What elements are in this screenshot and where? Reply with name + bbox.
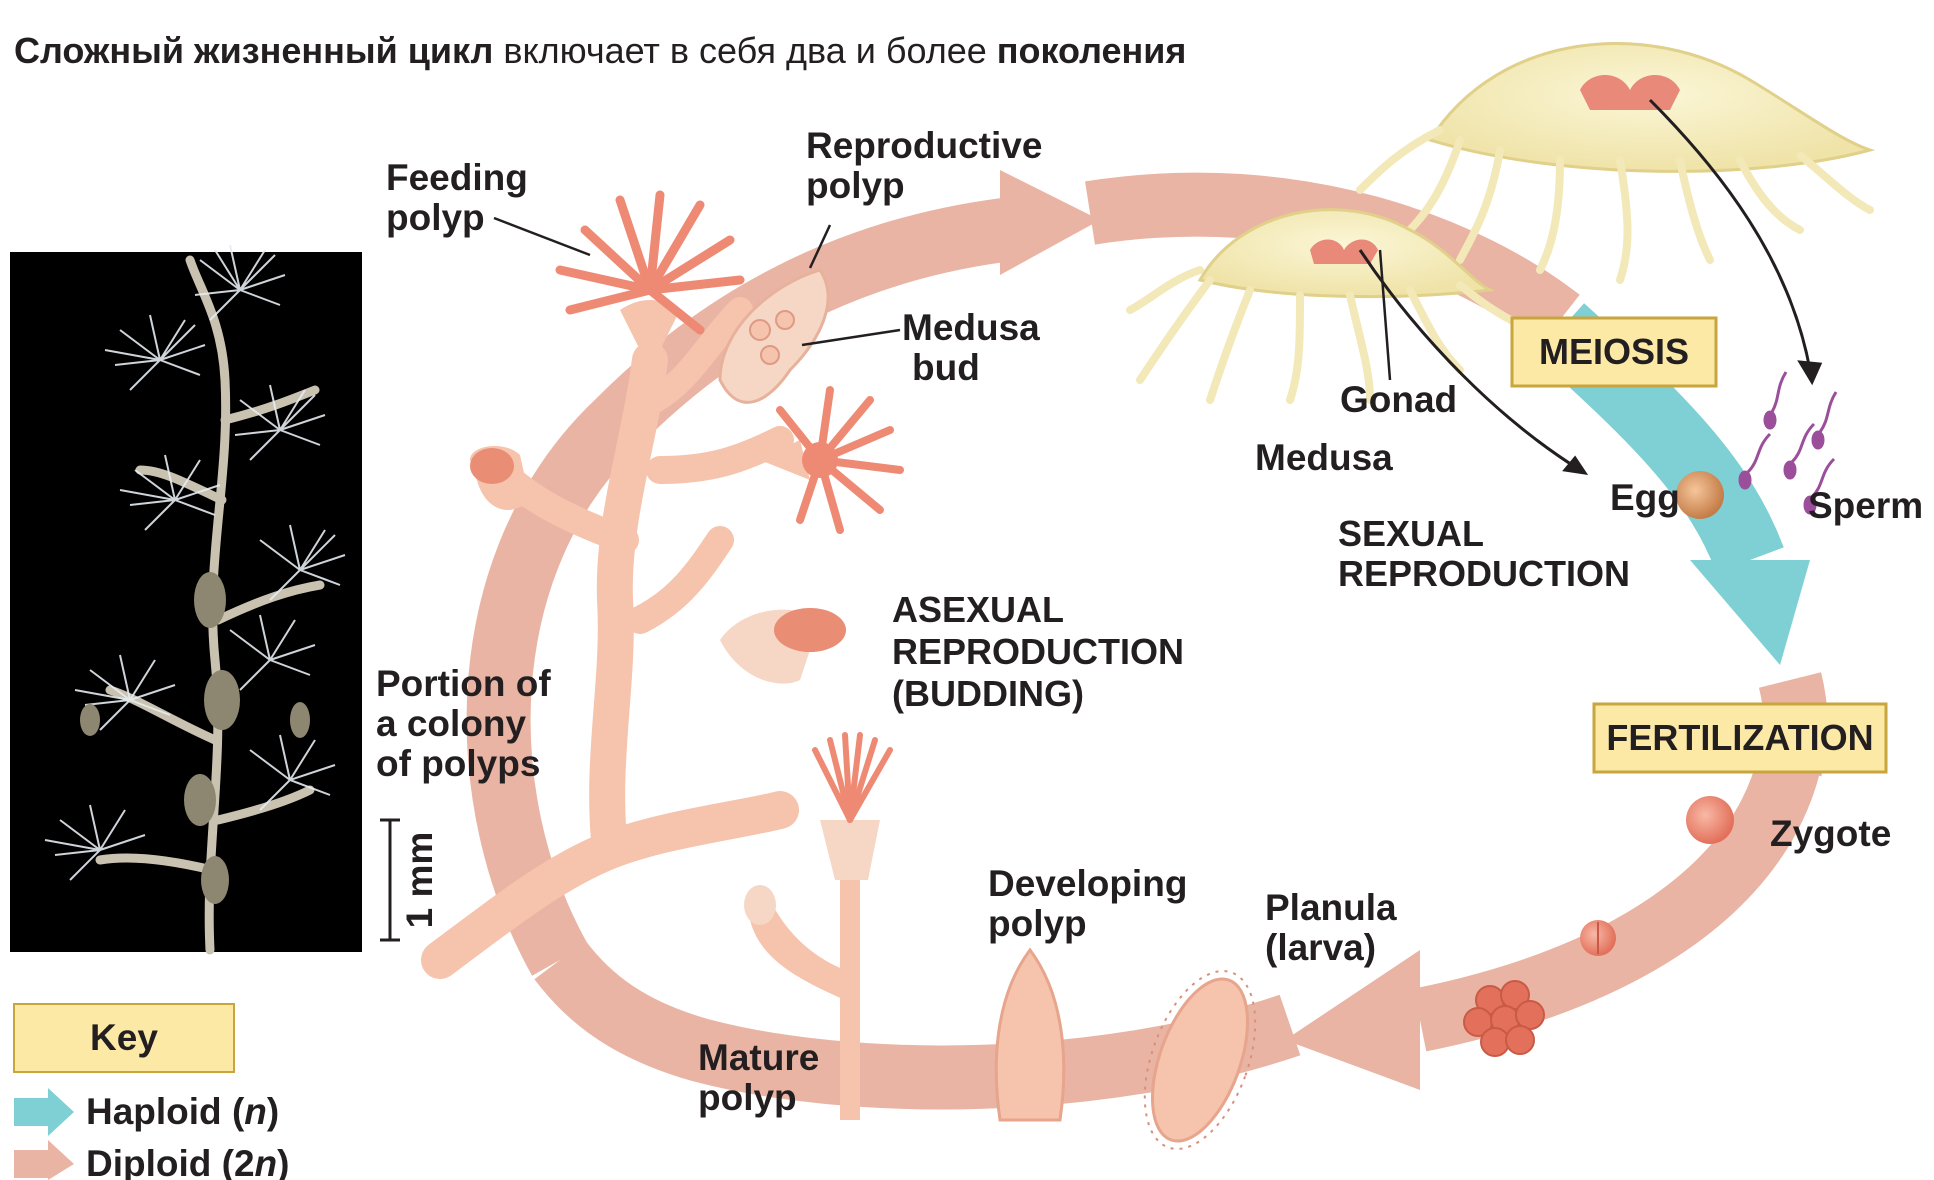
svg-text:Developing: Developing (988, 863, 1187, 904)
label-medusa: Medusa (1255, 437, 1393, 478)
svg-text:of polyps: of polyps (376, 743, 540, 784)
meiosis-box: MEIOSIS (1512, 318, 1716, 386)
scale-bar: 1 mm (380, 820, 440, 940)
svg-text:a colony: a colony (376, 703, 527, 744)
label-feeding-polyp: Feeding polyp (386, 157, 528, 238)
svg-text:Mature: Mature (698, 1037, 819, 1078)
svg-text:Reproductive: Reproductive (806, 125, 1042, 166)
key-legend: Key Haploid (n) Diploid (2n) (14, 1004, 289, 1180)
svg-text:(BUDDING): (BUDDING) (892, 673, 1084, 714)
egg-cell (1676, 471, 1724, 519)
svg-text:polyp: polyp (698, 1077, 797, 1118)
svg-text:polyp: polyp (386, 197, 485, 238)
scale-label: 1 mm (399, 832, 440, 929)
svg-text:bud: bud (912, 347, 980, 388)
label-medusa-bud: Medusa bud (902, 307, 1040, 388)
svg-text:MEIOSIS: MEIOSIS (1539, 331, 1689, 372)
label-developing-polyp: Developing polyp (988, 863, 1187, 944)
polyp-colony (440, 195, 1277, 1164)
label-colony: Portion of a colony of polyps (376, 663, 551, 784)
key-title: Key (90, 1017, 158, 1058)
label-asexual-reproduction: ASEXUAL REPRODUCTION (BUDDING) (892, 589, 1184, 714)
haploid-arrow-icon (14, 1088, 74, 1136)
svg-text:Feeding: Feeding (386, 157, 528, 198)
diploid-arrow-icon (14, 1140, 74, 1180)
label-planula: Planula (larva) (1265, 887, 1397, 968)
label-zygote: Zygote (1770, 813, 1891, 854)
label-sexual-reproduction: SEXUAL REPRODUCTION (1338, 513, 1630, 594)
svg-text:Planula: Planula (1265, 887, 1397, 928)
svg-text:SEXUAL: SEXUAL (1338, 513, 1484, 554)
key-haploid: Haploid (n) (86, 1091, 279, 1132)
svg-text:Medusa: Medusa (902, 307, 1040, 348)
label-mature-polyp: Mature polyp (698, 1037, 819, 1118)
svg-text:REPRODUCTION: REPRODUCTION (1338, 553, 1630, 594)
label-gonad: Gonad (1340, 379, 1457, 420)
svg-text:(larva): (larva) (1265, 927, 1376, 968)
svg-text:Portion of: Portion of (376, 663, 551, 704)
svg-text:polyp: polyp (988, 903, 1087, 944)
svg-text:FERTILIZATION: FERTILIZATION (1606, 717, 1873, 758)
label-sperm: Sperm (1808, 485, 1923, 526)
label-egg: Egg (1610, 477, 1680, 518)
zygote-cell (1686, 796, 1734, 844)
svg-text:REPRODUCTION: REPRODUCTION (892, 631, 1184, 672)
fertilization-box: FERTILIZATION (1594, 704, 1886, 772)
cleavage-two-cell (1580, 920, 1616, 956)
key-diploid: Diploid (2n) (86, 1143, 289, 1180)
colony-photo (10, 245, 362, 952)
svg-text:ASEXUAL: ASEXUAL (892, 589, 1064, 630)
svg-text:polyp: polyp (806, 165, 905, 206)
